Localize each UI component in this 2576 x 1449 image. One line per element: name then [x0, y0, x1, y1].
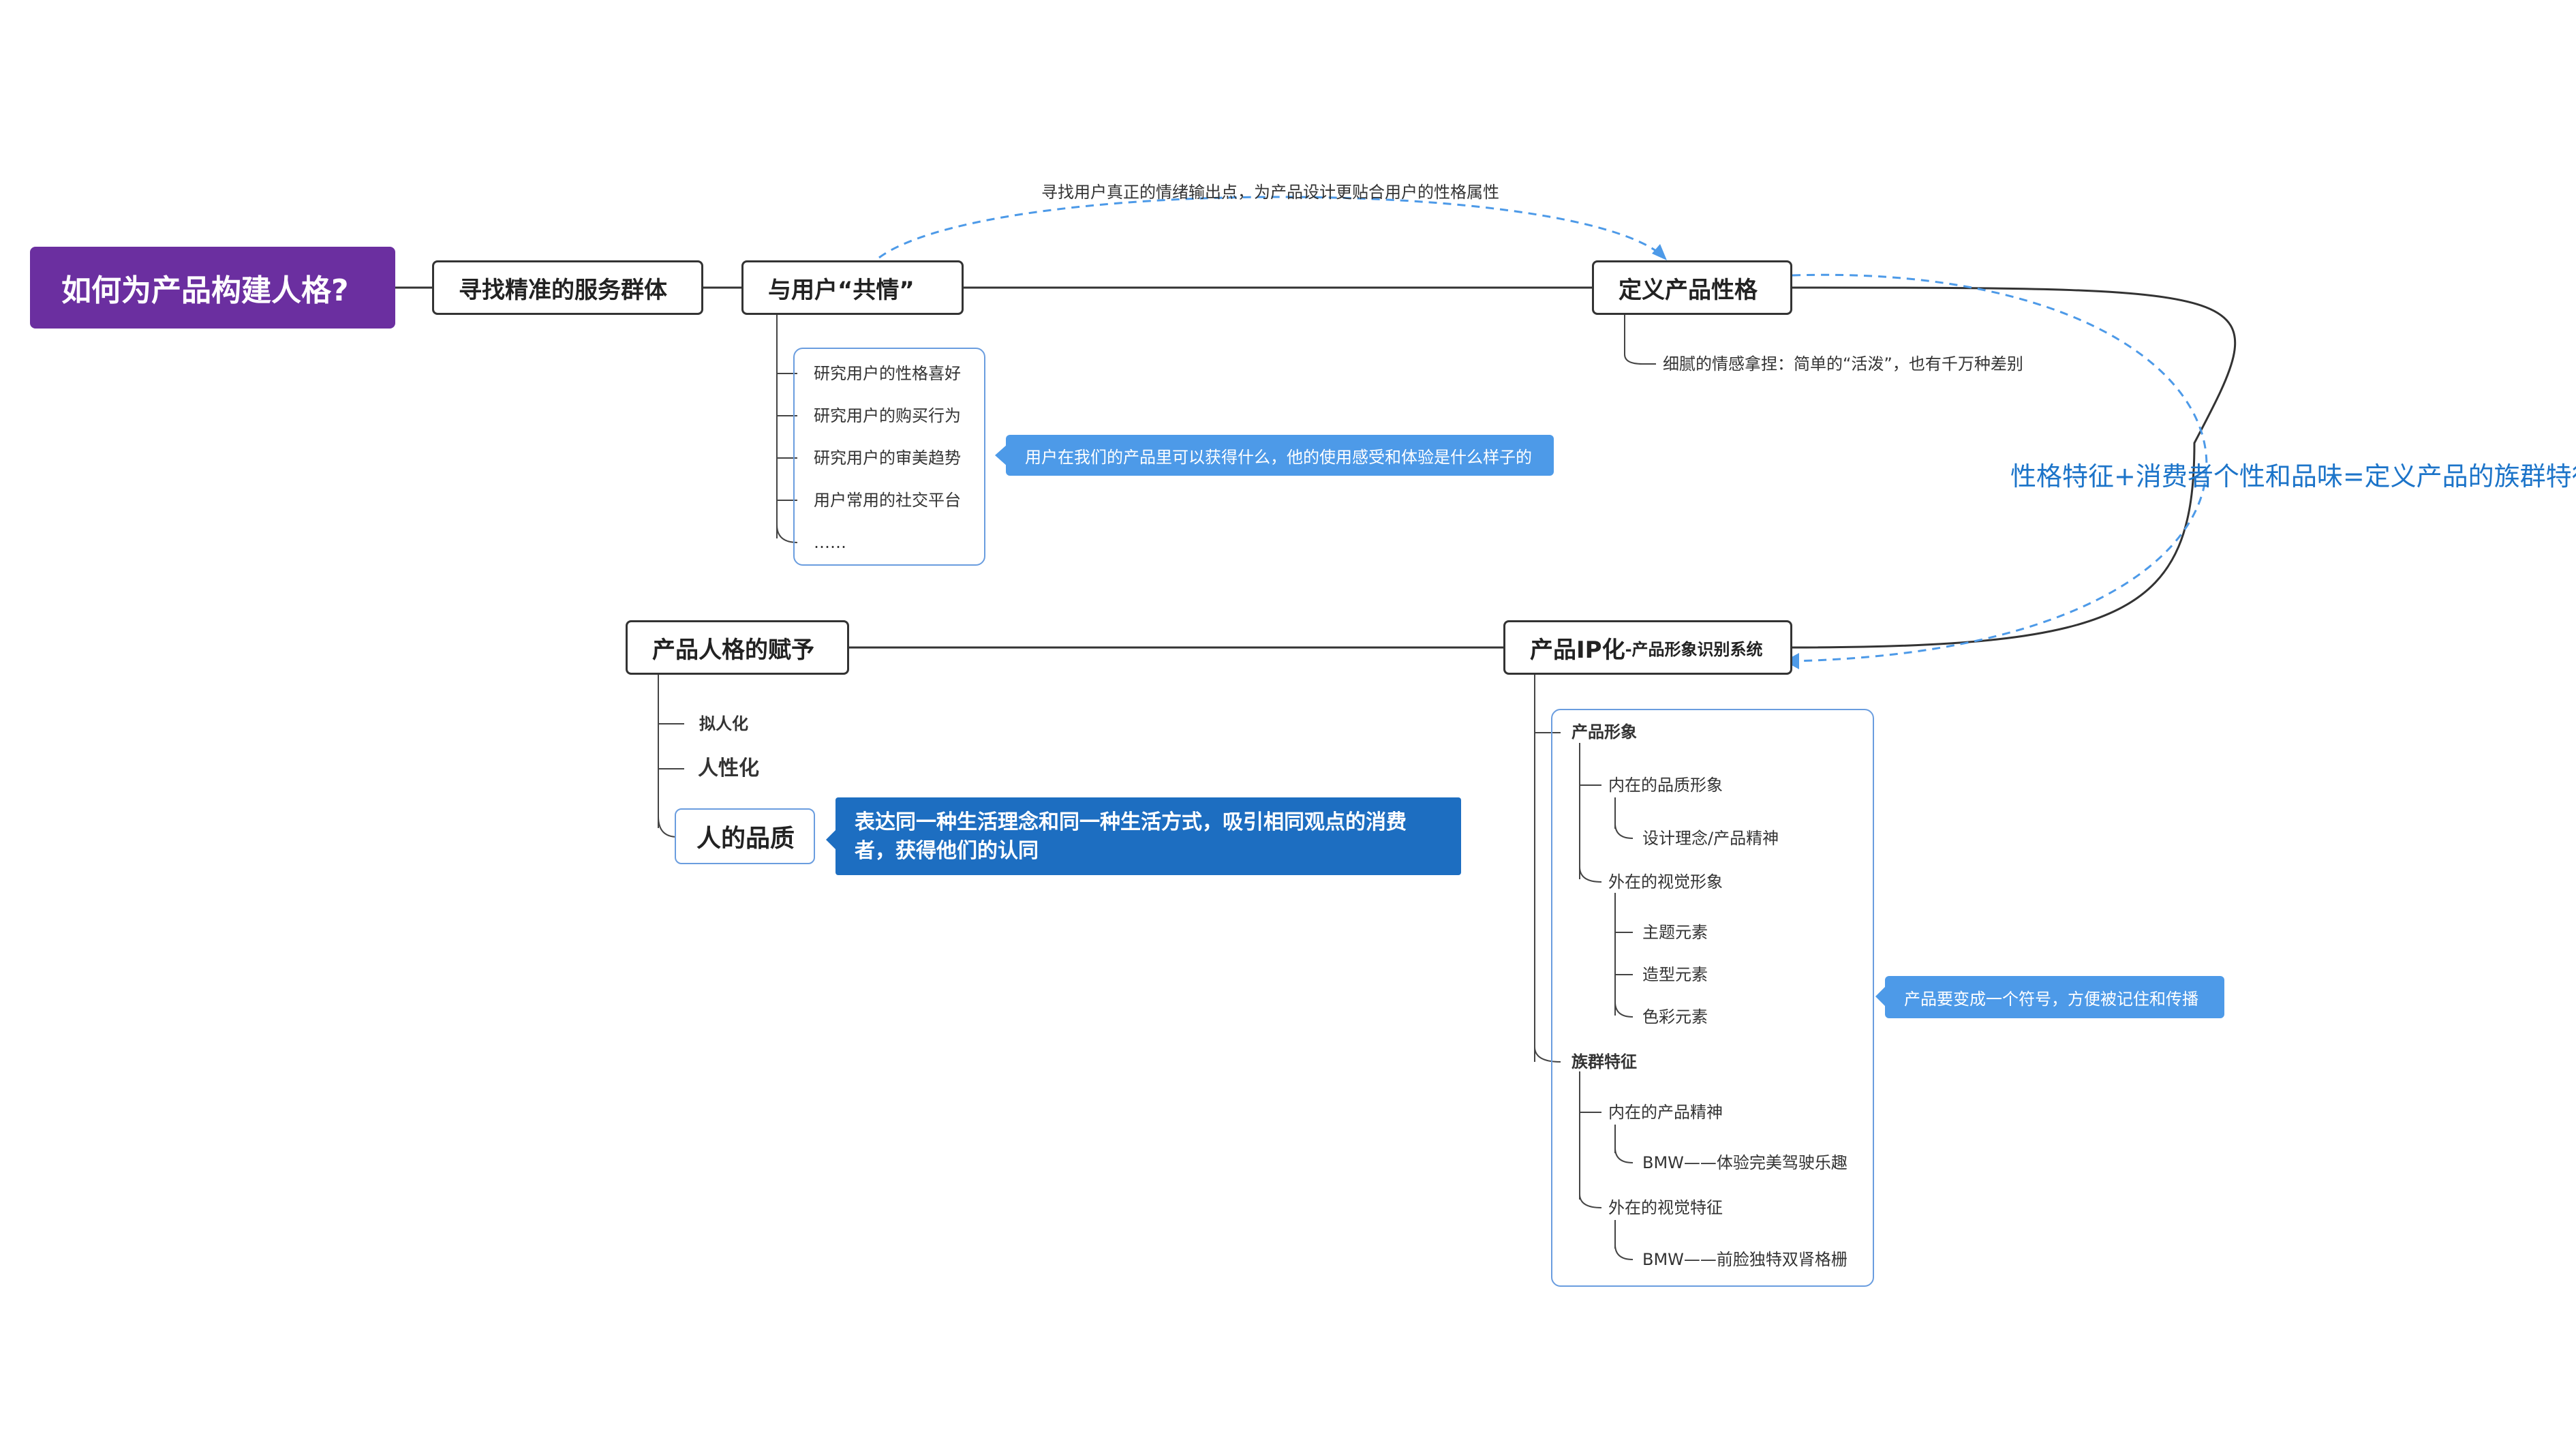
relation-label[interactable]: 寻找用户真正的情绪输出点，为产品设计更贴合用户的性格属性	[1041, 183, 1499, 202]
ip-theme[interactable]: 主题元素	[1642, 923, 1708, 942]
personality-callout-text: 表达同一种生活理念和同一种生活方式，吸引相同观点的消费者，获得他们的认同	[855, 810, 1407, 863]
personality-item-anthropomorphic[interactable]: 拟人化	[699, 714, 748, 733]
ip-image[interactable]: 产品形象	[1571, 722, 1637, 742]
empathy-boundary	[793, 348, 985, 566]
empathy-callout-text: 用户在我们的产品里可以获得什么，他的使用感受和体验是什么样子的	[1025, 447, 1532, 467]
ip-callout-text: 产品要变成一个符号，方便被记住和传播	[1904, 989, 2198, 1009]
empathy-item-4[interactable]: 用户常用的社交平台	[814, 491, 961, 510]
personality-callout[interactable]: 表达同一种生活理念和同一种生活方式，吸引相同观点的消费者，获得他们的认同	[835, 797, 1461, 875]
empathy-item-2[interactable]: 研究用户的购买行为	[814, 406, 961, 425]
ip-boundary	[1551, 709, 1874, 1287]
node-ip-label: 产品IP化	[1530, 636, 1625, 664]
ip-bmw-grille[interactable]: BMW——前脸独特双肾格栅	[1642, 1250, 1847, 1269]
node-empathy[interactable]: 与用户“共情”	[741, 260, 964, 315]
ip-callout[interactable]: 产品要变成一个符号，方便被记住和传播	[1885, 976, 2224, 1018]
ip-inner-quality[interactable]: 内在的品质形象	[1608, 776, 1723, 795]
root-topic[interactable]: 如何为产品构建人格?	[30, 247, 395, 329]
ip-design-concept[interactable]: 设计理念/产品精神	[1642, 829, 1779, 848]
node-ip-sublabel: -产品形象识别系统	[1625, 639, 1763, 659]
empathy-callout[interactable]: 用户在我们的产品里可以获得什么，他的使用感受和体验是什么样子的	[1006, 435, 1554, 476]
ip-color[interactable]: 色彩元素	[1642, 1007, 1708, 1026]
personality-item-quality-label: 人的品质	[696, 825, 795, 853]
node-empathy-label: 与用户“共情”	[768, 276, 915, 304]
node-define[interactable]: 定义产品性格	[1592, 260, 1792, 315]
ip-group-feature[interactable]: 族群特征	[1571, 1052, 1637, 1071]
ip-inner-spirit[interactable]: 内在的产品精神	[1608, 1103, 1723, 1122]
ip-bmw-drive[interactable]: BMW——体验完美驾驶乐趣	[1642, 1153, 1847, 1172]
empathy-item-3[interactable]: 研究用户的审美趋势	[814, 448, 961, 468]
empathy-item-5[interactable]: ……	[814, 533, 846, 552]
empathy-item-1[interactable]: 研究用户的性格喜好	[814, 364, 961, 383]
node-find-group-label: 寻找精准的服务群体	[459, 276, 667, 304]
node-ip[interactable]: 产品IP化-产品形象识别系统	[1503, 620, 1792, 675]
node-find-group[interactable]: 寻找精准的服务群体	[432, 260, 703, 315]
personality-item-quality[interactable]: 人的品质	[675, 808, 815, 864]
personality-item-humanized[interactable]: 人性化	[698, 757, 759, 780]
summary-label[interactable]: 性格特征+消费者个性和品味=定义产品的族群特征	[2010, 461, 2576, 491]
root-title: 如何为产品构建人格?	[61, 273, 349, 308]
ip-outer-feature[interactable]: 外在的视觉特征	[1608, 1198, 1723, 1217]
ip-outer-visual[interactable]: 外在的视觉形象	[1608, 872, 1723, 891]
node-personality-label: 产品人格的赋予	[652, 636, 814, 664]
node-personality[interactable]: 产品人格的赋予	[626, 620, 849, 675]
define-note[interactable]: 细腻的情感拿捏：简单的“活泼”，也有千万种差别	[1663, 354, 2023, 373]
node-define-label: 定义产品性格	[1619, 276, 1758, 304]
ip-shape[interactable]: 造型元素	[1642, 965, 1708, 984]
